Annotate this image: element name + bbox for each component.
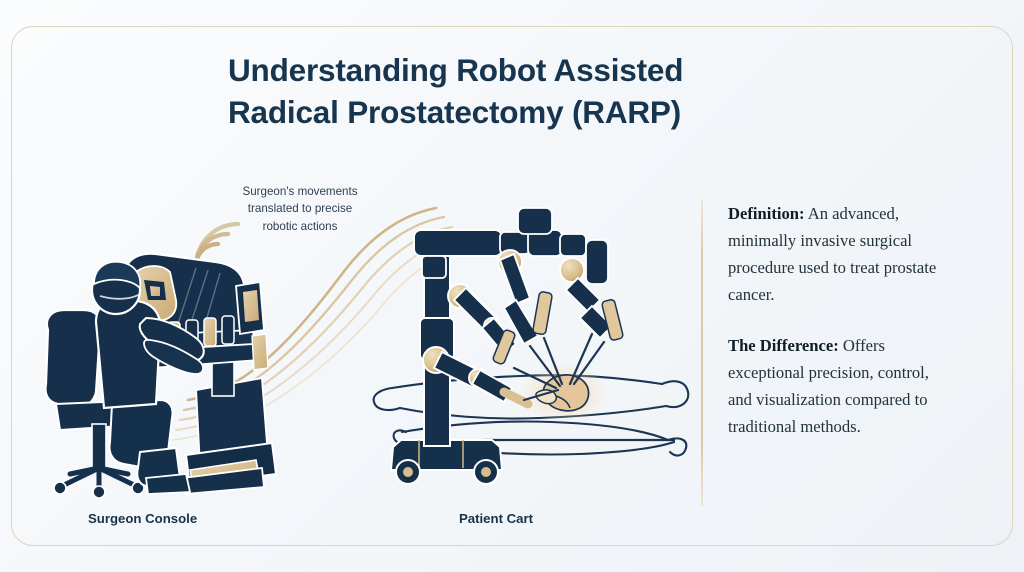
caption-patient-cart: Patient Cart — [459, 511, 534, 526]
surgeon-console-illustration — [44, 252, 278, 499]
difference-paragraph: The Difference: Offers exceptional preci… — [728, 332, 954, 440]
annotation-surgeon-movements: Surgeon's movements translated to precis… — [204, 183, 396, 235]
difference-text: Offers exceptional precision, control, a… — [728, 336, 929, 437]
difference-label: The Difference: — [728, 336, 839, 356]
annotation-line-2: translated to precise — [247, 202, 353, 216]
caption-surgeon-console: Surgeon Console — [88, 511, 198, 526]
title-line-1: Understanding Robot Assisted — [228, 52, 684, 88]
definition-text: An advanced, minimally invasive surgical… — [728, 204, 937, 305]
title-line-2: Radical Prostatectomy (RARP) — [228, 93, 682, 130]
annotation-line-3: robotic actions — [262, 219, 338, 233]
definition-paragraph: Definition: An advanced, minimally invas… — [728, 200, 954, 308]
page-title: Understanding Robot Assisted Radical Pro… — [228, 50, 848, 134]
annotation-line-1: Surgeon's movements — [242, 185, 358, 198]
vertical-divider — [701, 200, 703, 506]
info-panel: Definition: An advanced, minimally invas… — [728, 200, 954, 440]
definition-label: Definition: — [728, 204, 805, 223]
glowing-prostate-target — [520, 363, 608, 423]
patient-cart-illustration — [389, 207, 624, 485]
